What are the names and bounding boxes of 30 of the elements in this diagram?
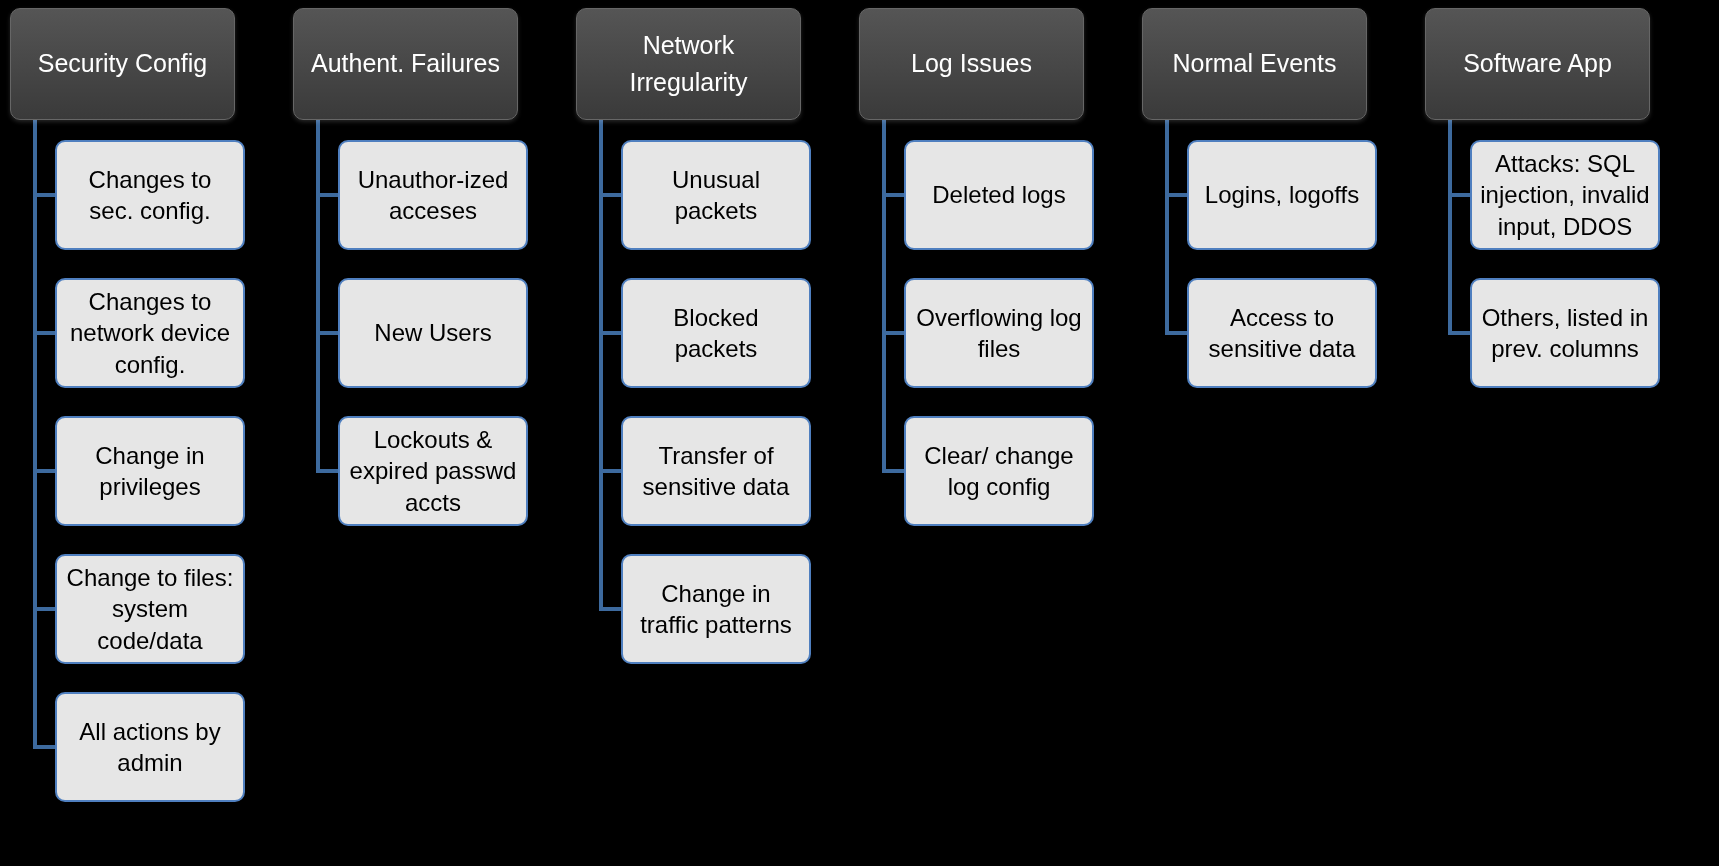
item-box: Changes to sec. config. (55, 140, 245, 250)
item-box: Lockouts & expired passwd accts (338, 416, 528, 526)
item-box: Overflowing log files (904, 278, 1094, 388)
connector-line (1165, 120, 1187, 335)
item-box: All actions by admin (55, 692, 245, 802)
item-box: Access to sensitive data (1187, 278, 1377, 388)
item-box: New Users (338, 278, 528, 388)
item-box: Clear/ change log config (904, 416, 1094, 526)
connector-line (316, 120, 338, 473)
item-box: Change to files: system code/data (55, 554, 245, 664)
item-box: Change in privileges (55, 416, 245, 526)
item-box: Attacks: SQL injection, invalid input, DDOS (1470, 140, 1660, 250)
item-box: Deleted logs (904, 140, 1094, 250)
item-box: Logins, logoffs (1187, 140, 1377, 250)
category-header: Software App (1425, 8, 1650, 120)
item-box: Transfer of sensitive data (621, 416, 811, 526)
item-box: Unauthor-ized acceses (338, 140, 528, 250)
connector-line (1448, 120, 1470, 335)
category-header: Authent. Failures (293, 8, 518, 120)
connector-line (599, 120, 621, 611)
item-box: Changes to network device config. (55, 278, 245, 388)
connector-line (882, 120, 904, 473)
category-header: Normal Events (1142, 8, 1367, 120)
item-box: Others, listed in prev. columns (1470, 278, 1660, 388)
item-box: Change in traffic patterns (621, 554, 811, 664)
item-box: Blocked packets (621, 278, 811, 388)
category-header: Security Config (10, 8, 235, 120)
item-box: Unusual packets (621, 140, 811, 250)
category-header: Log Issues (859, 8, 1084, 120)
category-header: Network Irregularity (576, 8, 801, 120)
